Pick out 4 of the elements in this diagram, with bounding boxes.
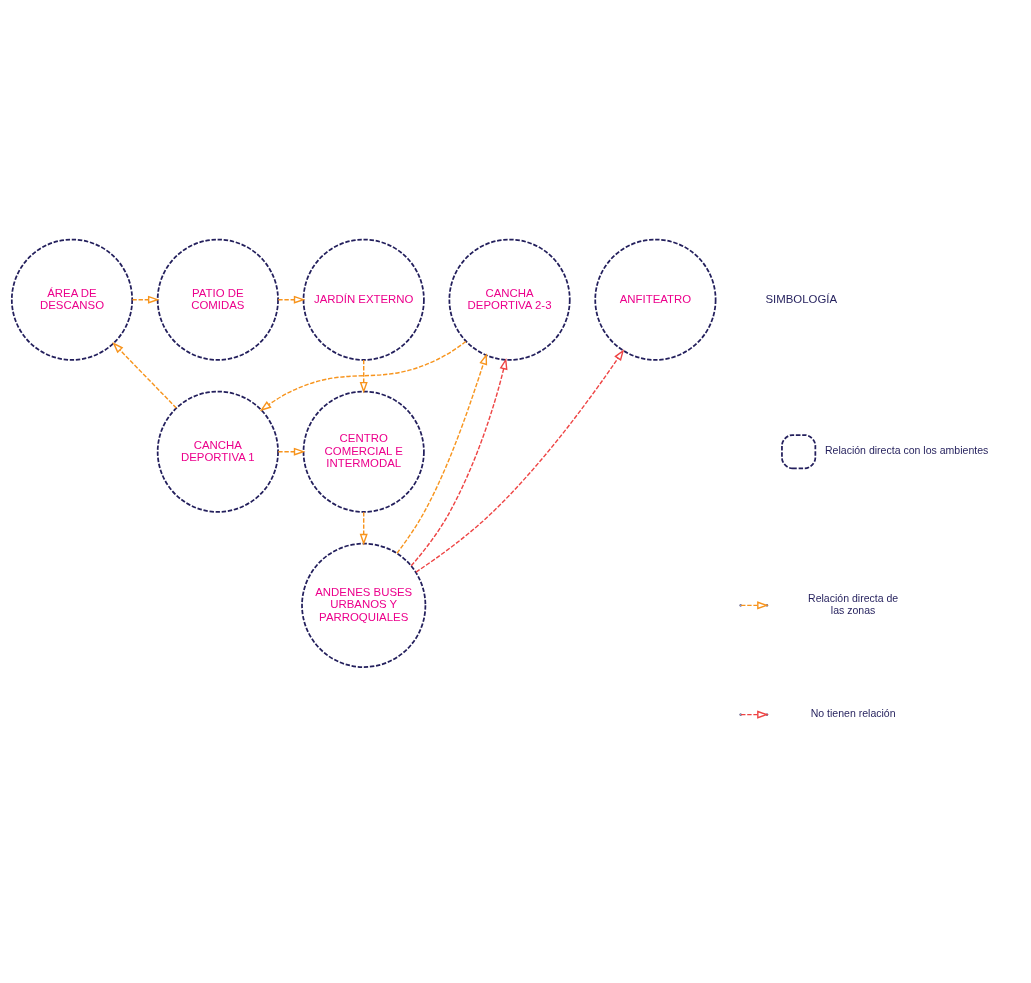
label: SIMBOLOGÍA xyxy=(765,292,838,305)
legend-label: Relación directa con los ambientes xyxy=(825,443,989,456)
legend-label: No tienen relación xyxy=(810,706,896,719)
legend-label: Relación directa de las zonas xyxy=(808,591,899,616)
